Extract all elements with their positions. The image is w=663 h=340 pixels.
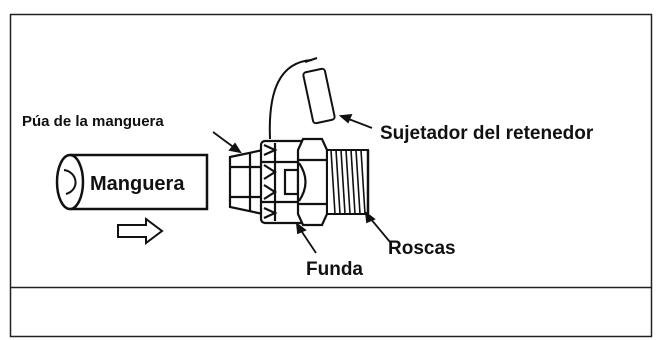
retainer-clip <box>268 57 336 140</box>
hex-nut <box>296 137 329 227</box>
hose-barb <box>228 148 265 216</box>
flow-arrow <box>117 217 164 245</box>
label-retainer-clip: Sujetador del retenedor <box>380 123 594 144</box>
diagram-border <box>9 13 653 338</box>
label-sleeve: Funda <box>306 259 363 280</box>
label-hose: Manguera <box>90 173 185 195</box>
label-hose-barb: Púa de la manguera <box>22 113 164 130</box>
hose <box>55 153 209 211</box>
label-threads: Roscas <box>388 238 456 259</box>
threads <box>326 149 370 215</box>
sleeve <box>259 139 307 225</box>
leader-lines <box>212 113 391 254</box>
